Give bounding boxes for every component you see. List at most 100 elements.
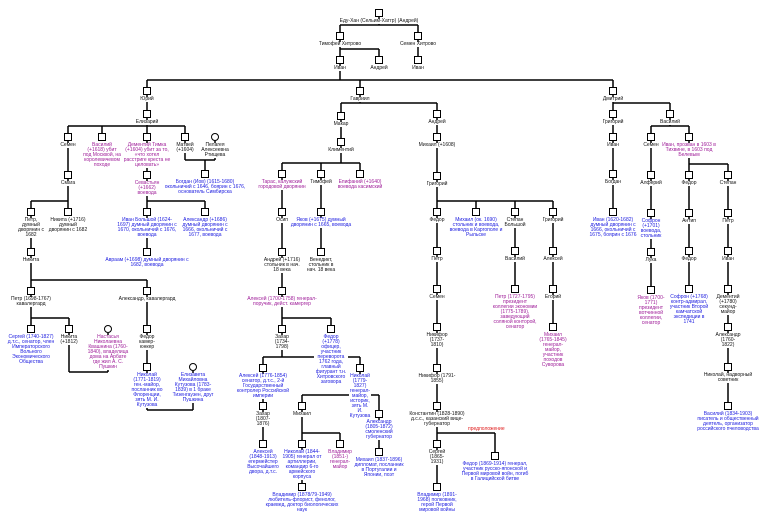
male-square-icon[interactable] xyxy=(317,208,325,216)
male-square-icon[interactable] xyxy=(337,138,345,146)
male-square-icon[interactable] xyxy=(647,286,655,294)
male-square-icon[interactable] xyxy=(27,325,35,333)
male-square-icon[interactable] xyxy=(278,325,286,333)
male-square-icon[interactable] xyxy=(64,208,72,216)
male-square-icon[interactable] xyxy=(64,133,72,141)
male-square-icon[interactable] xyxy=(356,87,364,95)
male-square-icon[interactable] xyxy=(647,171,655,179)
male-square-icon[interactable] xyxy=(298,402,306,410)
male-square-icon[interactable] xyxy=(433,172,441,180)
male-square-icon[interactable] xyxy=(337,112,345,120)
male-square-icon[interactable] xyxy=(647,209,655,217)
male-square-icon[interactable] xyxy=(27,287,35,295)
male-square-icon[interactable] xyxy=(327,325,335,333)
male-square-icon[interactable] xyxy=(98,133,106,141)
male-square-icon[interactable] xyxy=(433,440,441,448)
male-square-icon[interactable] xyxy=(181,133,189,141)
male-square-icon[interactable] xyxy=(433,247,441,255)
male-square-icon[interactable] xyxy=(685,133,693,141)
person-label: Василий xyxy=(659,119,681,125)
male-square-icon[interactable] xyxy=(336,56,344,64)
male-square-icon[interactable] xyxy=(414,32,422,40)
male-square-icon[interactable] xyxy=(278,287,286,295)
male-square-icon[interactable] xyxy=(433,208,441,216)
male-square-icon[interactable] xyxy=(375,56,383,64)
male-square-icon[interactable] xyxy=(143,287,151,295)
male-square-icon[interactable] xyxy=(278,170,286,178)
person-label: Федор (1869-1914) генерал, участник русс… xyxy=(459,461,531,482)
male-square-icon[interactable] xyxy=(685,285,693,293)
male-square-icon[interactable] xyxy=(375,448,383,456)
female-circle-icon[interactable] xyxy=(211,133,219,141)
male-square-icon[interactable] xyxy=(259,364,267,372)
male-square-icon[interactable] xyxy=(609,110,617,118)
male-square-icon[interactable] xyxy=(433,402,441,410)
male-square-icon[interactable] xyxy=(549,285,557,293)
male-square-icon[interactable] xyxy=(27,208,35,216)
male-square-icon[interactable] xyxy=(433,483,441,491)
male-square-icon[interactable] xyxy=(685,247,693,255)
person-label: Семен xyxy=(59,142,77,148)
male-square-icon[interactable] xyxy=(278,208,286,216)
male-square-icon[interactable] xyxy=(201,170,209,178)
male-square-icon[interactable] xyxy=(143,325,151,333)
male-square-icon[interactable] xyxy=(298,440,306,448)
male-square-icon[interactable] xyxy=(356,170,364,178)
male-square-icon[interactable] xyxy=(336,440,344,448)
male-square-icon[interactable] xyxy=(549,247,557,255)
male-square-icon[interactable] xyxy=(375,9,383,17)
male-square-icon[interactable] xyxy=(724,247,732,255)
male-square-icon[interactable] xyxy=(65,325,73,333)
male-square-icon[interactable] xyxy=(414,56,422,64)
male-square-icon[interactable] xyxy=(143,248,151,256)
male-square-icon[interactable] xyxy=(511,285,519,293)
male-square-icon[interactable] xyxy=(143,208,151,216)
male-square-icon[interactable] xyxy=(609,133,617,141)
male-square-icon[interactable] xyxy=(64,171,72,179)
male-square-icon[interactable] xyxy=(356,364,364,372)
male-square-icon[interactable] xyxy=(609,170,617,178)
male-square-icon[interactable] xyxy=(685,171,693,179)
male-square-icon[interactable] xyxy=(724,323,732,331)
male-square-icon[interactable] xyxy=(491,452,499,460)
male-square-icon[interactable] xyxy=(317,248,325,256)
male-square-icon[interactable] xyxy=(317,170,325,178)
male-square-icon[interactable] xyxy=(433,323,441,331)
male-square-icon[interactable] xyxy=(143,171,151,179)
male-square-icon[interactable] xyxy=(724,285,732,293)
male-square-icon[interactable] xyxy=(609,208,617,216)
male-square-icon[interactable] xyxy=(724,363,732,371)
male-square-icon[interactable] xyxy=(685,209,693,217)
male-square-icon[interactable] xyxy=(433,110,441,118)
male-square-icon[interactable] xyxy=(143,110,151,118)
male-square-icon[interactable] xyxy=(549,323,557,331)
male-square-icon[interactable] xyxy=(549,208,557,216)
male-square-icon[interactable] xyxy=(433,285,441,293)
male-square-icon[interactable] xyxy=(143,87,151,95)
male-square-icon[interactable] xyxy=(647,133,655,141)
person-label: Никита (+1716) думный дворянин с 1682 xyxy=(47,217,89,233)
male-square-icon[interactable] xyxy=(143,363,151,371)
male-square-icon[interactable] xyxy=(259,402,267,410)
male-square-icon[interactable] xyxy=(724,402,732,410)
male-square-icon[interactable] xyxy=(724,209,732,217)
male-square-icon[interactable] xyxy=(375,410,383,418)
male-square-icon[interactable] xyxy=(472,208,480,216)
male-square-icon[interactable] xyxy=(259,440,267,448)
male-square-icon[interactable] xyxy=(336,32,344,40)
male-square-icon[interactable] xyxy=(511,247,519,255)
male-square-icon[interactable] xyxy=(647,248,655,256)
female-circle-icon[interactable] xyxy=(104,325,112,333)
male-square-icon[interactable] xyxy=(724,171,732,179)
male-square-icon[interactable] xyxy=(278,248,286,256)
male-square-icon[interactable] xyxy=(298,483,306,491)
male-square-icon[interactable] xyxy=(201,208,209,216)
female-circle-icon[interactable] xyxy=(189,363,197,371)
male-square-icon[interactable] xyxy=(433,133,441,141)
male-square-icon[interactable] xyxy=(511,208,519,216)
male-square-icon[interactable] xyxy=(143,133,151,141)
male-square-icon[interactable] xyxy=(609,87,617,95)
male-square-icon[interactable] xyxy=(666,110,674,118)
male-square-icon[interactable] xyxy=(27,248,35,256)
male-square-icon[interactable] xyxy=(433,364,441,372)
